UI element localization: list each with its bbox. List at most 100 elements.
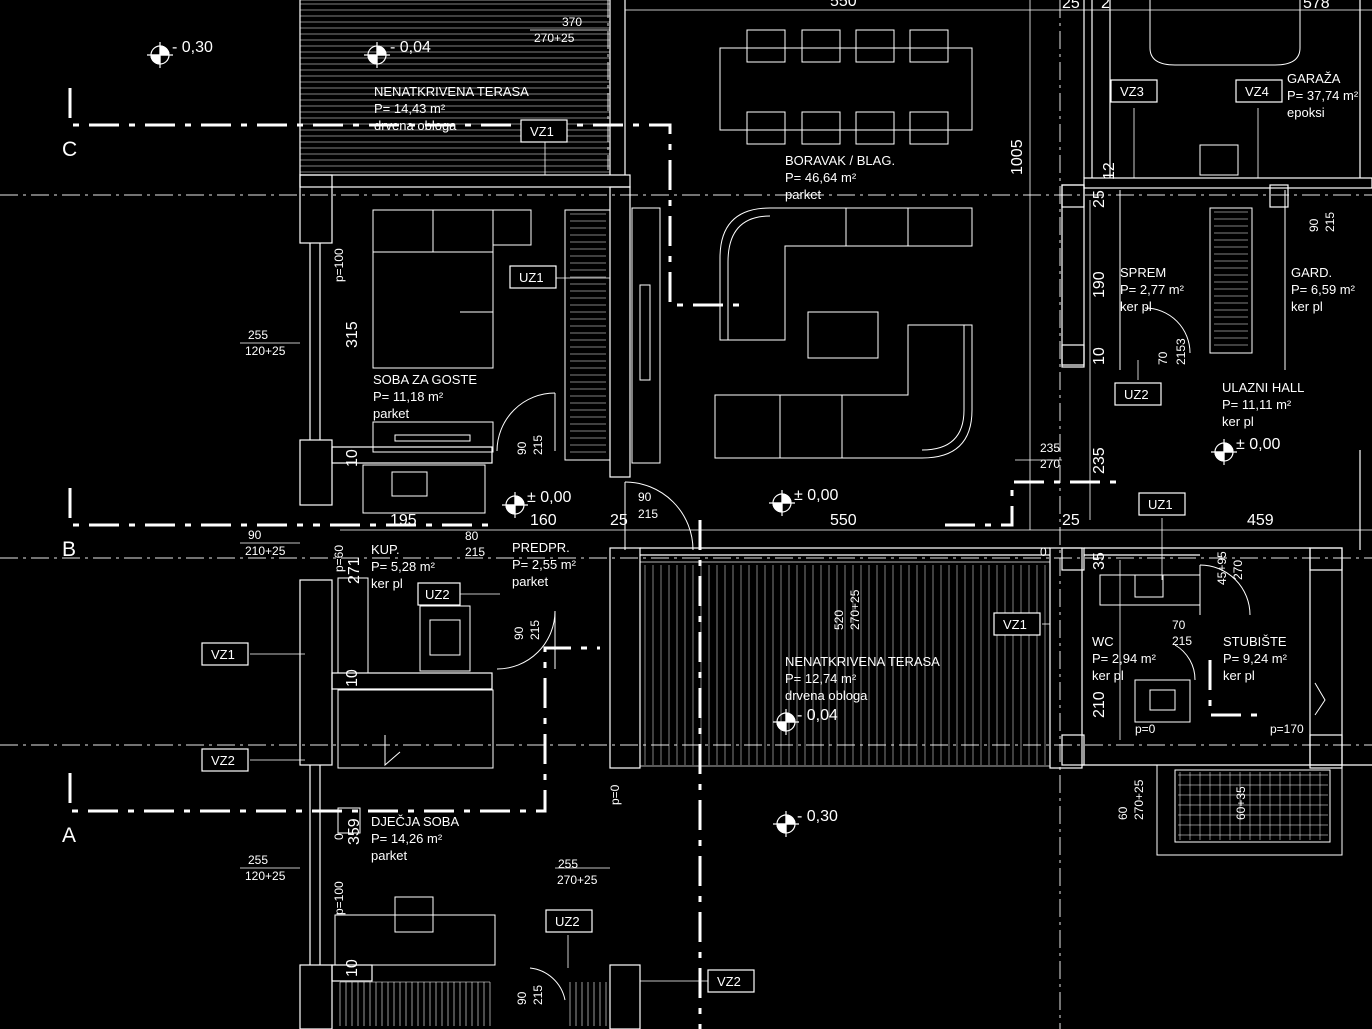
dim-text: 60	[1116, 806, 1130, 820]
dim-text: 210	[1091, 691, 1108, 718]
doors	[496, 307, 1251, 1001]
room-area-storage: P= 2,77 m²	[1120, 282, 1185, 297]
room-name-kids: DJEČJA SOBA	[371, 814, 459, 829]
dim-text: 255	[558, 857, 578, 871]
dim-text: 215	[531, 985, 545, 1005]
dim-text: 90	[1307, 218, 1321, 232]
room-name-vestibule: PREDPR.	[512, 540, 570, 555]
dim-text: 210+25	[245, 544, 286, 558]
tag-uz2: UZ2	[1124, 387, 1149, 402]
room-floor-storage: ker pl	[1120, 299, 1152, 314]
room-floor-living: parket	[785, 187, 822, 202]
room-floor-terrace-top: drvena obloga	[374, 118, 457, 133]
dim-text: 520	[832, 610, 846, 630]
room-area-wardrobe: P= 6,59 m²	[1291, 282, 1356, 297]
room-floor-kids: parket	[371, 848, 408, 863]
dim-text: 0	[1040, 545, 1047, 559]
room-area-stairs: P= 9,24 m²	[1223, 651, 1288, 666]
tag-uz2: UZ2	[555, 914, 580, 929]
hatch-top	[300, 3, 610, 173]
dim-text: 270	[1231, 560, 1245, 580]
dim-text: 25	[1062, 512, 1080, 529]
dim-text: 45+95	[1215, 551, 1229, 585]
room-name-wc: WC	[1092, 634, 1114, 649]
room-area-garage: P= 37,74 m²	[1287, 88, 1359, 103]
dim-text: p=0	[608, 784, 622, 805]
level-label: - 0,04	[797, 707, 838, 724]
room-floor-guest: parket	[373, 406, 410, 421]
room-area-bath: P= 5,28 m²	[371, 559, 436, 574]
room-name-terrace-mid: NENATKRIVENA TERASA	[785, 654, 940, 669]
room-area-hall: P= 11,11 m²	[1222, 397, 1292, 412]
hatch-wardrobe	[339, 211, 1248, 1026]
dim-text: 190	[1091, 271, 1108, 298]
section-label-c: C	[62, 138, 77, 161]
hatch-mid	[644, 565, 1046, 765]
hatch-stair	[1178, 772, 1328, 840]
section-label-b: B	[62, 538, 76, 561]
tag-vz1: VZ1	[530, 124, 554, 139]
dim-text: 10	[344, 669, 361, 687]
room-name-guest: SOBA ZA GOSTE	[373, 372, 477, 387]
room-name-bath: KUP.	[371, 542, 400, 557]
level-label: ± 0,00	[794, 487, 838, 504]
room-area-guest: P= 11,18 m²	[373, 389, 444, 404]
dim-text: 459	[1247, 512, 1274, 529]
tag-vz2: VZ2	[717, 974, 741, 989]
dim-text: 550	[830, 0, 857, 10]
dim-text: 90	[515, 991, 529, 1005]
room-area-terrace-mid: P= 12,74 m²	[785, 671, 857, 686]
tag-uz1: UZ1	[1148, 497, 1173, 512]
level-label: - 0,30	[172, 39, 213, 56]
room-name-garage: GARAŽA	[1287, 71, 1341, 86]
room-floor-bath: ker pl	[371, 576, 403, 591]
room-area-living: P= 46,64 m²	[785, 170, 857, 185]
dim-text: 215	[465, 545, 485, 559]
dim-text: 270+25	[557, 873, 598, 887]
furniture	[334, 0, 1343, 966]
room-area-kids: P= 14,26 m²	[371, 831, 443, 846]
dim-text: p=170	[1270, 722, 1304, 736]
dim-text: 160	[530, 512, 557, 529]
level-label: ± 0,00	[527, 489, 571, 506]
dim-text: 2153	[1174, 338, 1188, 365]
room-name-terrace-top: NENATKRIVENA TERASA	[374, 84, 529, 99]
dim-text: 90	[515, 441, 529, 455]
room-floor-terrace-mid: drvena obloga	[785, 688, 868, 703]
dim-text: 10	[344, 959, 361, 977]
tag-leaders	[250, 108, 1259, 982]
dim-text: 215	[1323, 212, 1337, 232]
dim-text: 215	[531, 435, 545, 455]
walls	[299, 0, 1372, 1029]
dim-text: 270	[1040, 457, 1060, 471]
dim-text: 370	[562, 15, 582, 29]
room-floor-wc: ker pl	[1092, 668, 1124, 683]
room-name-living: BORAVAK / BLAG.	[785, 153, 895, 168]
dim-text: 35	[1091, 552, 1108, 570]
dim-text: 70	[1156, 351, 1170, 365]
room-name-wardrobe: GARD.	[1291, 265, 1332, 280]
dim-text: 25	[1091, 190, 1108, 208]
room-floor-vestibule: parket	[512, 574, 549, 589]
dim-text: 255	[248, 853, 268, 867]
dim-text: 90	[248, 528, 262, 542]
dim-text: 271	[346, 557, 363, 584]
dim-text: 25	[1062, 0, 1080, 12]
dim-text: 578	[1303, 0, 1330, 12]
dim-text: 195	[390, 512, 417, 529]
tag-vz1: VZ1	[1003, 617, 1027, 632]
dim-text: p=0	[1135, 722, 1156, 736]
dim-text: 90	[638, 490, 652, 504]
room-floor-garage: epoksi	[1287, 105, 1325, 120]
room-name-storage: SPREM	[1120, 265, 1166, 280]
dim-text: p=100	[332, 881, 346, 915]
dim-text: 2	[1101, 0, 1110, 12]
dim-text: 255	[248, 328, 268, 342]
level-label: ± 0,00	[1236, 436, 1280, 453]
dim-text: 270+25	[1132, 779, 1146, 820]
dim-text: 12	[1101, 162, 1118, 180]
dim-text: 359	[346, 818, 363, 845]
dim-text: 550	[830, 512, 857, 529]
dimension-lines	[240, 0, 1372, 869]
